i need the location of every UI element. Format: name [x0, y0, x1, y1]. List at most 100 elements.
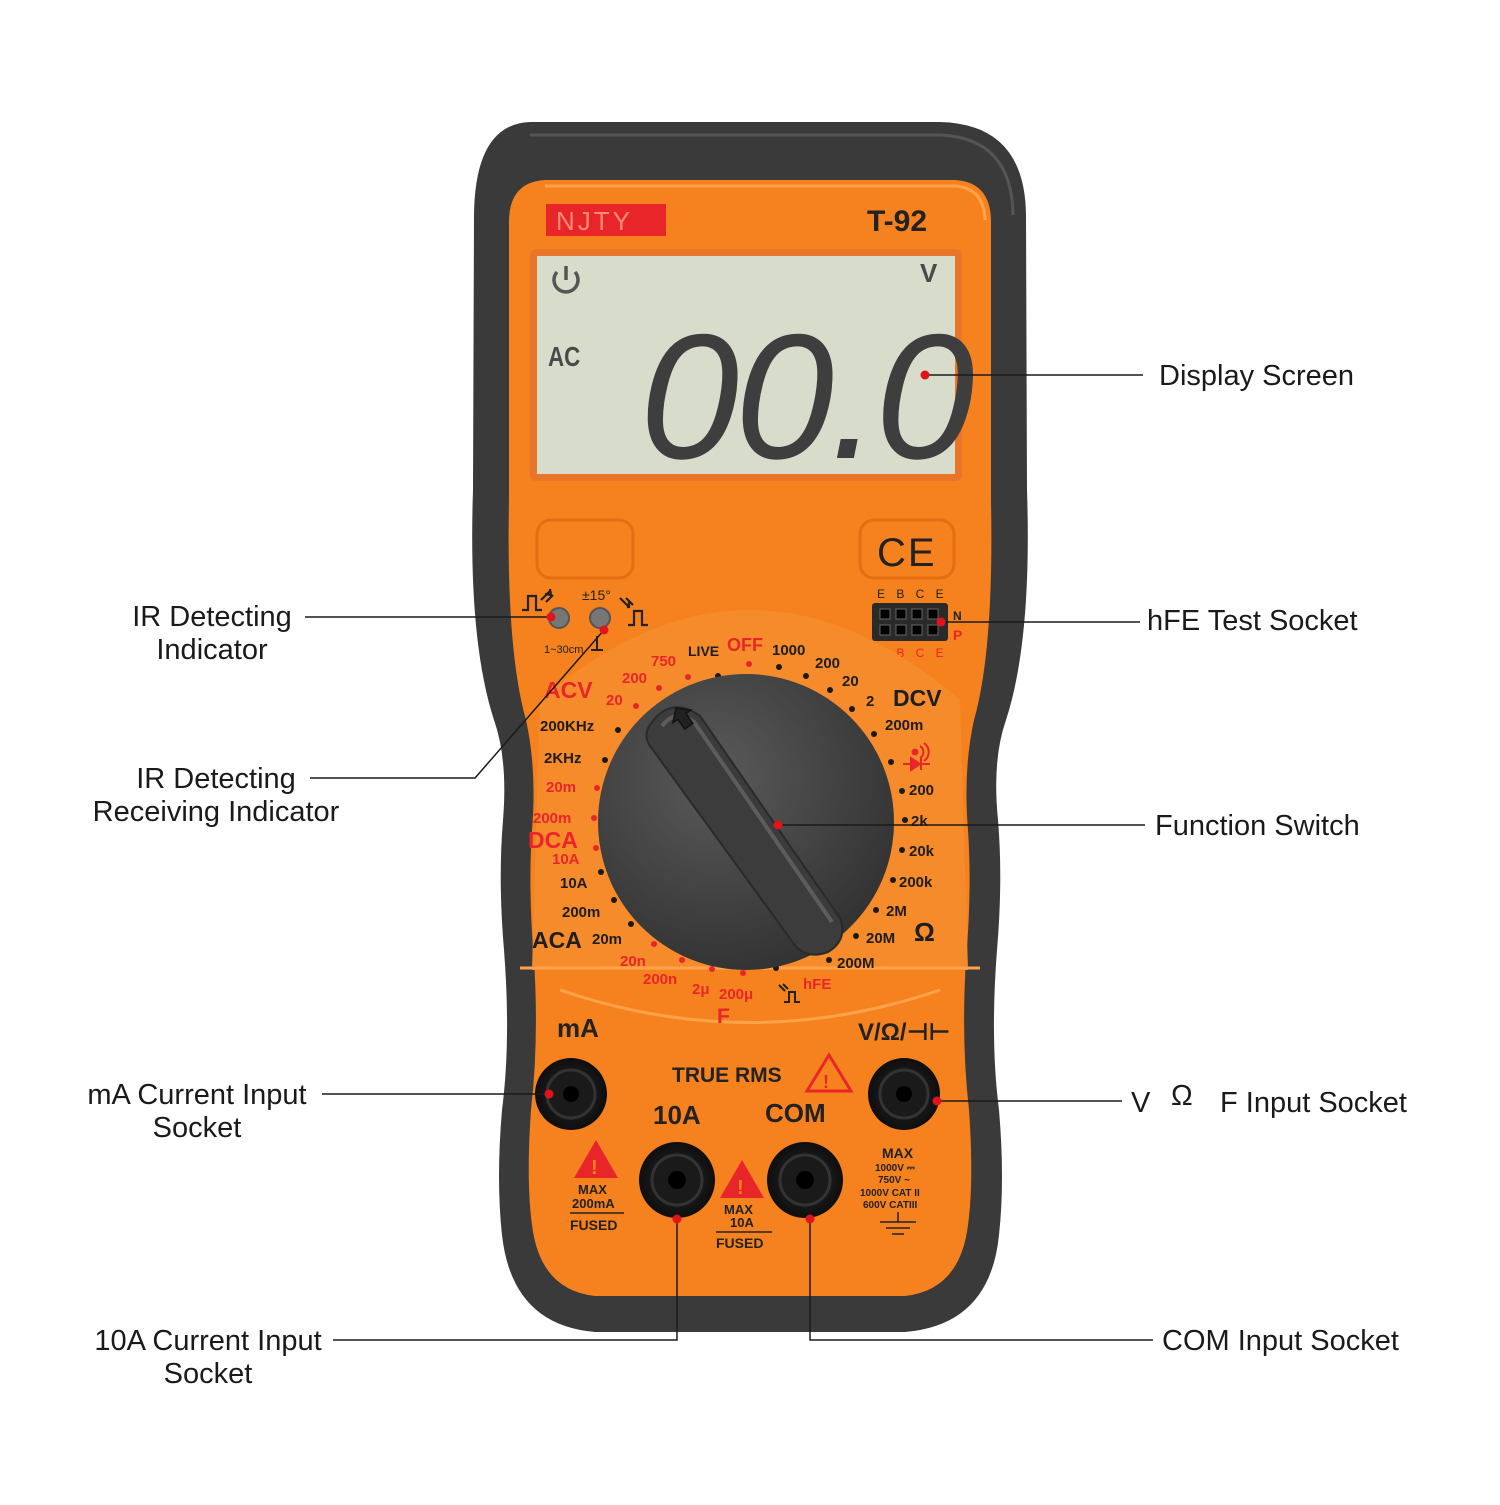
dial-dca-200m: 200m — [533, 810, 571, 827]
dial-ohm-2k: 2k — [911, 813, 928, 830]
lcd-unit: V — [920, 258, 938, 288]
callout-v-input-omega: Ω — [1171, 1080, 1193, 1112]
dial-ohm-200m: 200M — [837, 955, 875, 972]
dial-freq-2k: 2KHz — [544, 750, 582, 767]
ir-transmit-icon — [522, 588, 554, 612]
v-ohm-input-socket[interactable] — [868, 1058, 940, 1130]
dial-cap-200u: 200μ — [719, 986, 753, 1003]
ce-badge — [858, 518, 956, 580]
model-label: T-92 — [867, 205, 927, 238]
ma-input-socket[interactable] — [535, 1058, 607, 1130]
callout-ir-receiving-line1: IR Detecting — [136, 763, 296, 795]
continuity-icon — [911, 742, 930, 762]
callout-display-screen: Display Screen — [1159, 360, 1354, 392]
dial-dca-group: DCA — [528, 827, 578, 853]
dial-ohm-200k: 200k — [899, 874, 933, 891]
dial-cap-200n: 200n — [643, 971, 677, 988]
dial-acv-750: 750 — [651, 653, 676, 670]
brand-badge — [546, 204, 666, 236]
dial-ohm-20k: 20k — [909, 843, 935, 860]
ir-angle: ±15° — [582, 587, 611, 603]
dial-aca-group: ACA — [532, 927, 582, 953]
dial-dcv-200m: 200m — [885, 717, 923, 734]
brand-logo: NJTY — [556, 206, 633, 236]
v-warning-max: MAX — [882, 1145, 914, 1161]
dial-acv-20: 20 — [606, 692, 623, 709]
a10-warning-icon: ! — [720, 1160, 764, 1199]
dial-dcv-200: 200 — [815, 655, 840, 672]
dial-acv-200: 200 — [622, 670, 647, 687]
dial-dcv-2: 2 — [866, 693, 874, 710]
true-rms-label: TRUE RMS — [672, 1064, 782, 1087]
hfe-top-labels: E B C E — [877, 587, 948, 601]
lcd-screen — [537, 256, 955, 474]
ma-warning-limit: 200mA — [572, 1196, 615, 1211]
vohm-jack-label: V/Ω/⊣⊢ — [858, 1019, 950, 1046]
dial-freq-200k: 200KHz — [540, 718, 594, 735]
v-warning-dc: 1000V ⎓ — [875, 1163, 915, 1174]
dial-scale: LIVE OFF ACV 750 200 20 1000 200 20 2 DC… — [528, 635, 942, 1028]
dial-dcv-20: 20 — [842, 673, 859, 690]
dial-off: OFF — [727, 635, 763, 655]
dial-cap-2u: 2μ — [692, 981, 710, 998]
com-jack-label: COM — [765, 1098, 826, 1128]
a10-warning-fused: FUSED — [716, 1235, 763, 1251]
hfe-npn-label: N — [953, 609, 962, 623]
ma-warning-fused: FUSED — [570, 1217, 617, 1233]
a10-warning-max: MAX — [724, 1202, 753, 1217]
svg-text:!: ! — [823, 1072, 829, 1092]
a10-jack-label: 10A — [653, 1100, 701, 1130]
lcd-mode: AC — [548, 342, 580, 373]
ir-receiving-indicator — [589, 607, 611, 629]
dial-dcv-group: DCV — [893, 685, 942, 711]
callout-dots — [544, 370, 946, 1224]
com-input-socket[interactable] — [767, 1142, 843, 1218]
ma-warning-max: MAX — [578, 1182, 607, 1197]
callout-ir-indicator-line2: Indicator — [156, 634, 268, 666]
dial-ohm-2m: 2M — [886, 903, 907, 920]
dial-live: LIVE — [688, 643, 719, 659]
callout-hfe-socket: hFE Test Socket — [1147, 605, 1358, 637]
dial-aca-200m: 200m — [562, 904, 600, 921]
a10-warning-limit: 10A — [730, 1215, 754, 1230]
svg-text:!: ! — [737, 1177, 744, 1199]
dial-aca-20m: 20m — [592, 931, 622, 948]
callout-v-input-v: V — [1131, 1087, 1151, 1119]
ce-mark: CE — [877, 531, 937, 575]
ir-test-dial-icon — [778, 983, 800, 1003]
dial-ohm-20m: 20M — [866, 930, 895, 947]
v-warning-cat3: 600V CATIII — [863, 1200, 917, 1211]
hfe-pnp-label: P — [953, 627, 962, 643]
a10-input-socket[interactable] — [639, 1142, 715, 1218]
svg-text:!: ! — [591, 1157, 598, 1179]
ma-warning-icon: ! — [574, 1140, 618, 1179]
ground-icon — [880, 1212, 916, 1235]
hold-button-outline — [535, 518, 635, 580]
dial-ohm-200: 200 — [909, 782, 934, 799]
power-timer-icon — [552, 266, 580, 294]
callout-v-input-rest: F Input Socket — [1220, 1087, 1407, 1119]
dial-cap-20n: 20n — [620, 953, 646, 970]
callout-ma-socket-line2: Socket — [153, 1112, 242, 1144]
warning-triangle-icon: ! — [804, 1052, 854, 1093]
leader-lines — [305, 374, 1153, 1341]
lcd-reading: 00.0 — [640, 297, 973, 496]
dial-dcv-1000: 1000 — [772, 642, 805, 659]
knob-pointer-icon — [671, 707, 694, 731]
dial-ohm-group: Ω — [914, 917, 935, 947]
callout-ir-receiving-line2: Receiving Indicator — [93, 796, 340, 828]
dial-aca-10a: 10A — [560, 875, 588, 892]
dial-cap-group: F — [717, 1005, 730, 1028]
callout-a10-socket-line2: Socket — [164, 1358, 253, 1390]
callout-ir-indicator-line1: IR Detecting — [132, 601, 292, 633]
ir-receive-icon — [619, 597, 648, 627]
dial-hfe: hFE — [803, 976, 831, 993]
callout-a10-socket-line1: 10A Current Input — [94, 1325, 321, 1357]
dial-dca-20m: 20m — [546, 779, 576, 796]
ir-distance: 1~30cm — [544, 644, 583, 656]
ma-jack-label: mA — [557, 1013, 599, 1043]
callout-function-switch: Function Switch — [1155, 810, 1360, 842]
callout-com-socket: COM Input Socket — [1162, 1325, 1399, 1357]
v-warning-cat2: 1000V CAT II — [860, 1188, 920, 1199]
